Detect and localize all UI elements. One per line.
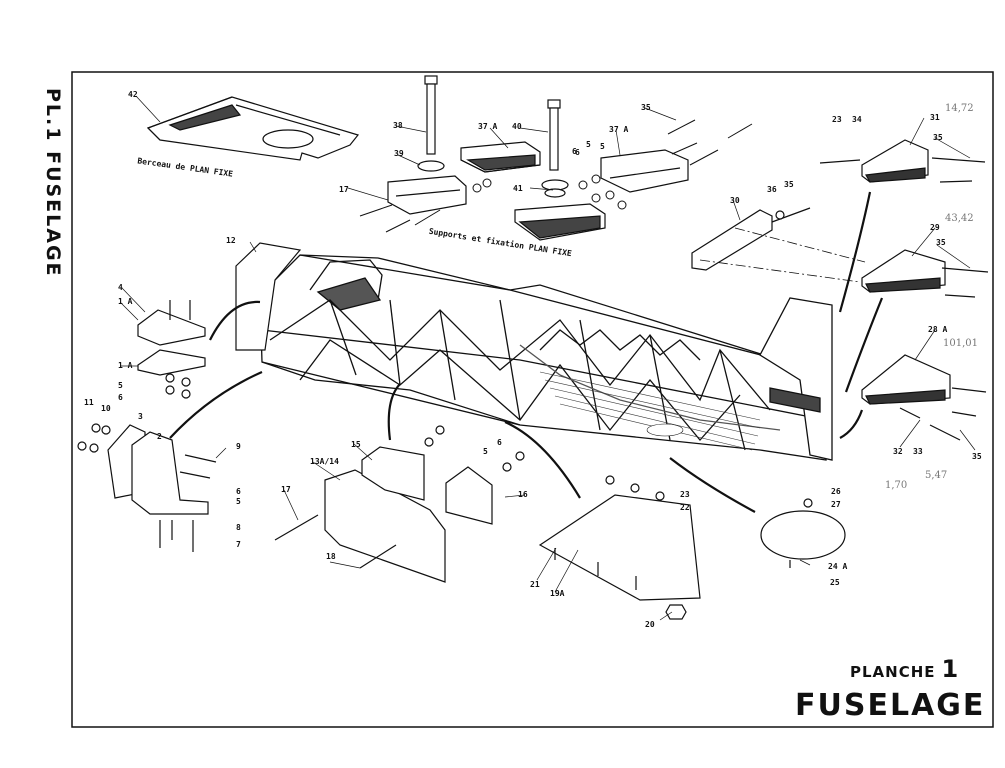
bolts-38-40 — [417, 75, 569, 198]
part-number-label: 16 — [518, 490, 528, 499]
handwritten-note: 14,72 — [945, 103, 974, 114]
part-number-label: 5 — [236, 497, 241, 506]
leader-lines — [119, 95, 976, 621]
part-24a-cover — [760, 498, 846, 568]
main-title: FUSELAGE — [795, 688, 986, 723]
part-number-label: 30 — [730, 196, 740, 205]
part-12-former — [235, 242, 302, 351]
part-number-label: 1 A — [118, 361, 133, 370]
part-number-label: 35 — [936, 238, 946, 247]
fuselage-frame — [259, 254, 827, 461]
part-number-label: 20 — [645, 620, 655, 629]
part-number-label: 1 A — [118, 297, 133, 306]
vertical-fin — [759, 297, 833, 461]
part-number-label: 22 — [680, 503, 690, 512]
part-number-label: 34 — [852, 115, 862, 124]
part-number-label: 6 — [236, 487, 241, 496]
part-42-berceau — [146, 96, 360, 161]
part-number-label: 36 — [767, 185, 777, 194]
part-number-label: 5 — [600, 142, 605, 151]
part-number-label: 41 — [513, 184, 523, 193]
assembly-arrows — [169, 191, 884, 513]
handwritten-note: 5,47 — [925, 470, 948, 481]
supports-37a — [387, 141, 689, 241]
part-number-label: 38 — [393, 121, 403, 130]
part-number-label: 5 — [118, 381, 123, 390]
part-number-label: 8 — [236, 523, 241, 532]
part-number-label: 2 — [157, 432, 162, 441]
brackets-1a — [137, 300, 206, 399]
sheet-border — [71, 71, 994, 728]
part-number-label: 23 — [680, 490, 690, 499]
part-number-label: 39 — [394, 149, 404, 158]
part-number-label: 32 — [893, 447, 903, 456]
part-number-label: 4 — [118, 283, 123, 292]
part-number-label: 3 — [138, 412, 143, 421]
part-number-label: 25 — [830, 578, 840, 587]
part-number-label: 5 — [586, 140, 591, 149]
part-number-label: 18 — [326, 552, 336, 561]
part-number-label: 40 — [512, 122, 522, 131]
part-number-label: 27 — [831, 500, 841, 509]
fuselage-planking — [539, 371, 761, 451]
part-number-label: 9 — [236, 442, 241, 451]
handwritten-note: 43,42 — [945, 213, 974, 224]
part-number-label: 17 — [281, 485, 291, 494]
part-number-label: 6 — [497, 438, 502, 447]
part-number-label: 35 — [641, 103, 651, 112]
part-number-label: 35 — [784, 180, 794, 189]
planche-label: PLANCHE 1 — [850, 655, 959, 683]
part-number-label: 37 A — [609, 125, 629, 134]
tail-fittings — [819, 139, 989, 441]
alignment-lines — [699, 227, 866, 283]
part-number-label: 5 — [483, 447, 488, 456]
part-number-label: 21 — [530, 580, 540, 589]
part-number-label: 12 — [226, 236, 236, 245]
part-number-label: 35 — [933, 133, 943, 142]
part-number-label: 7 — [236, 540, 241, 549]
planche-number: 1 — [941, 655, 960, 683]
plates-2-3 — [77, 423, 217, 552]
part-number-label: 37 A — [478, 122, 498, 131]
part-number-label: 6 — [572, 147, 577, 156]
part-number-label: 6 — [118, 393, 123, 402]
part-number-label: 29 — [930, 223, 940, 232]
part-number-label: 31 — [930, 113, 940, 122]
hardware-cluster-top — [359, 119, 753, 233]
part-19a-floor — [538, 475, 701, 620]
part-number-label: 33 — [913, 447, 923, 456]
part-number-label: 24 A — [828, 562, 848, 571]
part-number-label: 35 — [972, 452, 982, 461]
part-number-label: 11 — [84, 398, 94, 407]
part-number-label: 10 — [101, 404, 111, 413]
handwritten-note: 101,01 — [943, 338, 978, 349]
handwritten-note: 1,70 — [885, 480, 908, 491]
part-number-label: 17 — [339, 185, 349, 194]
part-number-label: 13A/14 — [310, 457, 339, 466]
plates-13-15-16 — [274, 425, 525, 583]
part-number-label: 26 — [831, 487, 841, 496]
side-title: PL.1 FUSELAGE — [34, 88, 74, 278]
part-number-label: 28 A — [928, 325, 948, 334]
planche-text: PLANCHE — [850, 663, 936, 681]
part-number-label: 19A — [550, 589, 565, 598]
part-number-label: 6 — [575, 148, 580, 157]
part-number-label: 23 — [832, 115, 842, 124]
part-number-label: 15 — [351, 440, 361, 449]
part-30-bracket — [691, 207, 811, 271]
side-title-text: PL.1 FUSELAGE — [42, 88, 64, 278]
part-number-label: 42 — [128, 90, 138, 99]
